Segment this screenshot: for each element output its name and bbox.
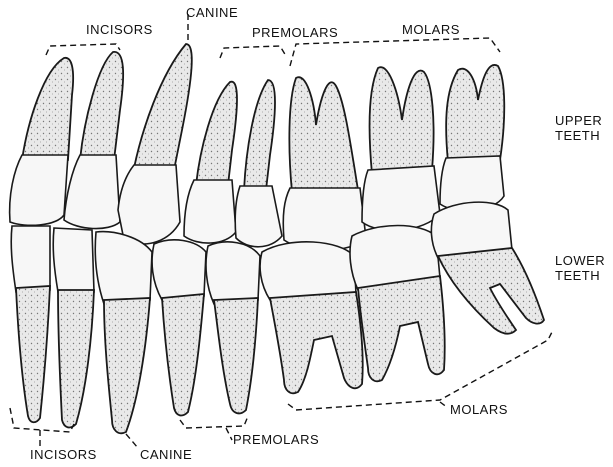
upper-molar-tooth <box>283 77 366 250</box>
lower-teeth-label: LOWER TEETH <box>555 253 605 283</box>
upper-molars-bracket <box>290 38 500 66</box>
lower-premolars-leader <box>226 428 232 440</box>
upper-molar-tooth <box>440 65 504 211</box>
upper-premolars-label: PREMOLARS <box>252 25 338 40</box>
lower-canine-leader <box>126 434 138 448</box>
upper-incisors-label: INCISORS <box>86 22 153 37</box>
upper-molar-tooth <box>362 67 440 230</box>
lower-canine-label: CANINE <box>140 447 192 462</box>
upper-incisor-tooth <box>10 58 74 226</box>
lower-molars-label: MOLARS <box>450 402 508 417</box>
lower-canine-tooth <box>95 232 152 434</box>
lower-molars-leader <box>440 402 448 408</box>
upper-molars-label: MOLARS <box>402 22 460 37</box>
lower-molar-tooth <box>260 242 363 393</box>
lower-molar-tooth <box>431 202 544 334</box>
upper-premolars-bracket <box>220 46 286 58</box>
upper-teeth <box>10 44 505 250</box>
upper-incisors-bracket <box>46 44 120 55</box>
upper-canine-tooth <box>118 44 192 244</box>
lower-incisor-tooth <box>11 226 50 422</box>
lower-molar-tooth <box>350 226 445 382</box>
lower-premolar-tooth <box>152 240 206 416</box>
lower-molars-bracket <box>288 332 552 410</box>
lower-premolars-bracket <box>180 416 248 428</box>
upper-teeth-label: UPPER TEETH <box>555 113 602 143</box>
upper-canine-label: CANINE <box>186 5 238 20</box>
upper-premolar-tooth <box>235 80 282 247</box>
lower-premolars-label: PREMOLARS <box>233 432 319 447</box>
upper-premolar-tooth <box>184 82 237 243</box>
lower-incisors-label: INCISORS <box>30 447 97 462</box>
lower-premolar-tooth <box>206 242 260 413</box>
lower-incisor-tooth <box>53 228 94 427</box>
